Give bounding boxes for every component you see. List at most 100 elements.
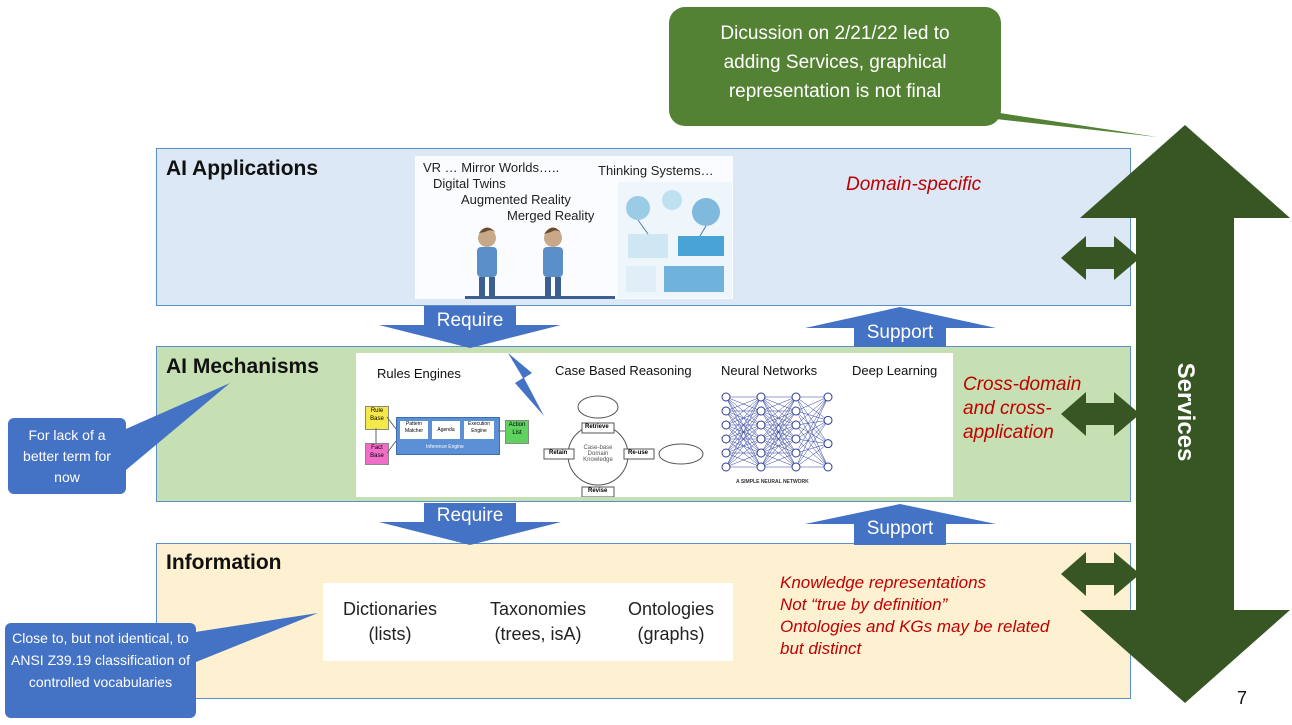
nn-node [756, 448, 766, 458]
knowledge-representation-box [323, 583, 733, 661]
page-number: 7 [1237, 688, 1248, 708]
cross-domain-note-text: Cross-domain and cross-application [963, 374, 1082, 443]
neural-network-diagram [721, 392, 833, 472]
nn-edge [795, 443, 829, 454]
nn-edge [725, 396, 762, 468]
nn-edge [725, 396, 762, 426]
require-top-label: Require [436, 310, 504, 331]
app-image-line-3: Augmented Reality [461, 192, 571, 207]
nn-edge [725, 396, 762, 412]
nn-edge [795, 424, 829, 444]
cbr-retrieve: Retrieve [585, 424, 609, 430]
top-note-text: Dicussion on 2/21/22 led to adding Servi… [720, 23, 950, 102]
app-image-line-2: Digital Twins [433, 176, 506, 191]
cbr-revise: Revise [588, 488, 608, 494]
nn-node [791, 420, 801, 430]
cbr-diagram [543, 395, 704, 497]
connector-applications [1061, 236, 1140, 280]
information-note-2: Not “true by definition” [780, 595, 948, 614]
nn-edge [760, 396, 797, 454]
nn-edge [795, 443, 829, 468]
nn-node [791, 392, 801, 402]
nn-node [791, 406, 801, 416]
deep-learning-caption: Deep Learning [852, 363, 938, 378]
rules-connectors [375, 416, 505, 454]
nn-node [791, 434, 801, 444]
dictionaries-sub: (lists) [368, 624, 412, 644]
support-arrow-top-shape [805, 307, 996, 347]
mechanisms-image: Rules Engines Case Based Reasoning Neura… [356, 353, 953, 497]
nn-node [721, 420, 731, 430]
ansi-callout [5, 623, 196, 718]
nn-edge [795, 420, 829, 454]
nn-node [756, 420, 766, 430]
nn-edge [725, 396, 762, 454]
execution-engine-box: Execution Engine [464, 421, 494, 439]
information-notes: Knowledge representations Not “true by d… [780, 572, 1049, 660]
nn-edge [795, 396, 829, 421]
connector-information [1061, 552, 1140, 596]
nn-edge [795, 410, 829, 444]
require-bottom-label: Require [436, 505, 504, 526]
support-bottom-label: Support [866, 518, 934, 539]
dictionaries-name: Dictionaries [342, 599, 438, 619]
domain-specific-note: Domain-specific [846, 174, 982, 195]
require-arrow-top [379, 306, 561, 348]
nn-edge [725, 452, 762, 468]
nn-node [823, 415, 833, 425]
action-list-box: Action List [505, 420, 529, 444]
taxonomies-name: Taxonomies [489, 599, 587, 619]
nn-edge [795, 396, 829, 412]
taxonomies-item: Taxonomies (trees, isA) [478, 597, 598, 647]
nn-edge [760, 410, 797, 468]
nn-edge [760, 452, 797, 468]
nn-node [791, 448, 801, 458]
nn-edge [795, 438, 829, 444]
pattern-matcher-box: Pattern Matcher [400, 421, 428, 439]
fact-base-box: Fact Base [365, 443, 389, 465]
nn-node [721, 448, 731, 458]
agenda-box: Agenda [432, 421, 460, 439]
nn-node [756, 462, 766, 472]
thinking-systems-illustration [618, 182, 732, 298]
nn-edge [760, 396, 797, 440]
services-arrow [1080, 125, 1290, 703]
nn-node [791, 462, 801, 472]
ansi-pointer [176, 613, 318, 662]
nn-node [823, 439, 833, 449]
nn-edge [795, 396, 829, 426]
applications-image: VR … Mirror Worlds….. Thinking Systems… … [415, 156, 733, 299]
ontologies-sub: (graphs) [637, 624, 705, 644]
people-illustration [465, 227, 615, 299]
nn-edge [725, 396, 762, 440]
nn-edge [760, 438, 797, 468]
mechanism-lightning [508, 353, 544, 416]
nn-edge [795, 396, 829, 440]
information-note-1: Knowledge representations [780, 573, 987, 592]
nn-edge [795, 396, 829, 444]
nn-node [721, 434, 731, 444]
app-image-line-1: VR … Mirror Worlds….. [423, 160, 560, 175]
support-arrow-bottom-shape [805, 504, 996, 545]
nn-node [721, 462, 731, 472]
connector-mechanisms [1061, 392, 1140, 436]
app-image-line-4: Merged Reality [507, 208, 595, 223]
nn-node [823, 392, 833, 402]
rule-base-box: Rule Base [365, 406, 389, 430]
lack-term-text: For lack of a better term for now [23, 427, 111, 485]
inference-engine-label: Inference Engine [426, 444, 464, 450]
nn-edge [725, 410, 762, 468]
ontologies-item: Ontologies (graphs) [611, 597, 731, 647]
nn-edge [795, 396, 829, 468]
nn-node [823, 462, 833, 472]
cross-domain-note: Cross-domain and cross-application [963, 373, 1113, 445]
information-note-3: Ontologies and KGs may be related [780, 617, 1050, 636]
nn-edge [795, 420, 829, 440]
nn-edge [725, 438, 762, 468]
neural-networks-caption: Neural Networks [721, 363, 818, 378]
nn-edge [760, 396, 797, 468]
support-top-label: Support [866, 322, 934, 343]
cbr-reuse: Re-use [628, 450, 649, 456]
ai-applications-title: AI Applications [166, 157, 319, 180]
information-title: Information [166, 551, 282, 574]
